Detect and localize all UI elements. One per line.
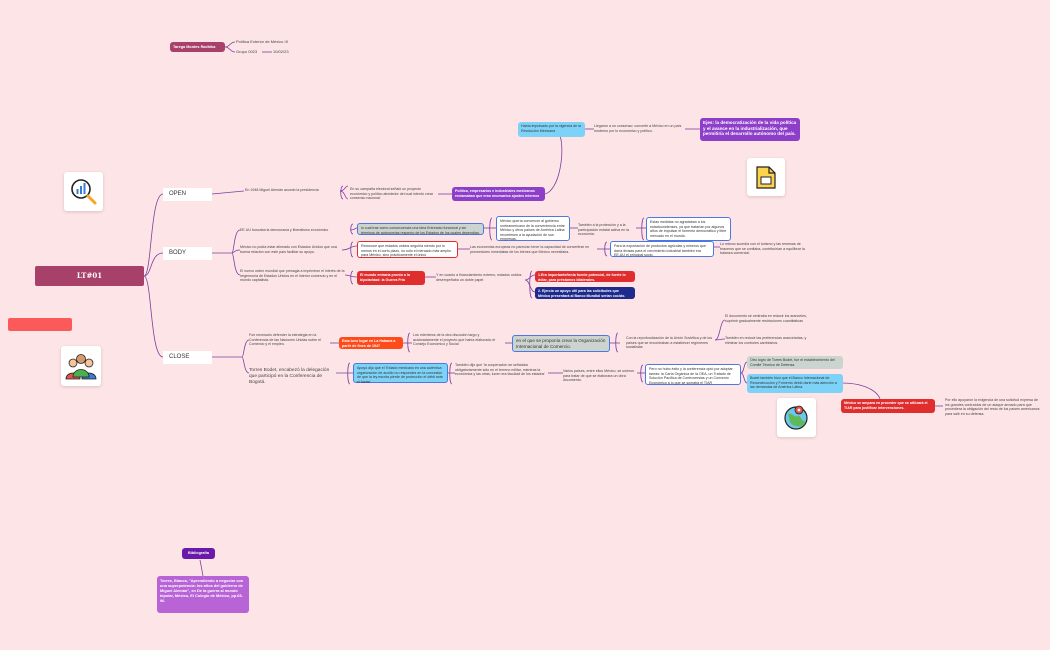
close-node-f[interactable]: El documento se centraba en reducir los … [725, 314, 807, 323]
open-node-d[interactable]: Había impulsado por la vigencia de la Re… [518, 122, 585, 137]
close-node-d[interactable]: en el que se proponía crear la Organizac… [512, 335, 610, 352]
body-node-r3c[interactable]: 1.Era importante/tenia fuente potencial,… [535, 271, 635, 282]
body-node-r3a[interactable]: El mundo entraría pronto a la bipolarida… [357, 271, 425, 285]
body-node-r1c[interactable]: También a la protección y a la participa… [578, 223, 629, 237]
body-node-r1[interactable]: EE.UU buscaba la democracia y liberalism… [240, 228, 329, 232]
body-node-r1a[interactable]: lo cual trae como consecuencia una idea … [357, 223, 484, 235]
body-node-r3[interactable]: El nuevo orden mundial que presagia a im… [240, 269, 345, 283]
close-node-l[interactable]: Pero no hubo éxito y la conferencia optó… [645, 364, 741, 385]
close-node-g[interactable]: También en reducir las preferencias aran… [725, 336, 807, 345]
open-node-a[interactable]: En 1948 Miguel Alemán asumió la presiden… [245, 188, 319, 192]
body-node-r3d[interactable]: 2. Ejercía un apoyo útil para las solici… [535, 287, 635, 299]
open-node-e[interactable]: Llegaron a un consenso: convertir a Méxi… [594, 124, 682, 133]
globe-pin-icon [777, 398, 816, 437]
close-node-h[interactable]: Torres Bodet, encabezó la delegación que… [249, 368, 330, 385]
body-node-r1b[interactable]: México quería convencer al gobierno nort… [496, 216, 570, 241]
group-label: Grupo 0023 [236, 49, 258, 54]
magnifier-chart-icon [64, 172, 103, 211]
close-node-k[interactable]: Varios países, entre ellos México, se un… [563, 369, 635, 383]
bibliography-ref[interactable]: Torres, Blanca, "Aprendiendo a negociar … [157, 576, 249, 613]
body-node-r3b[interactable]: Y en cuanto a financiamiento externo, es… [436, 273, 522, 282]
open-node-f[interactable]: Ejes: la democratización de la vida polí… [700, 118, 800, 141]
close-node-m[interactable]: Otro logro de Torres Bodet, fue el estab… [747, 356, 843, 369]
close-node-o[interactable]: México se ampara en proceder que se util… [841, 399, 935, 413]
close-node-n[interactable]: Bodet también hizo que el Banco Internac… [747, 374, 843, 393]
root-topic[interactable]: LT#01 [35, 266, 144, 286]
body-node-r2a[interactable]: Reconoce que estados unidos seguiría sie… [357, 241, 458, 258]
open-node-b[interactable]: En su campaña electoral señaló un proyec… [350, 187, 434, 201]
bibliography-title[interactable]: Bibliografía [182, 548, 215, 559]
body-node-r2d[interactable]: Lo mismo sucedía con el turismo y las re… [720, 242, 805, 256]
close-node-e[interactable]: Con la reprofundización de la Unión Sovi… [626, 336, 713, 350]
body-node-r2[interactable]: México no podía estar alineado con Estad… [240, 245, 337, 254]
branch-open[interactable]: OPEN [163, 188, 212, 201]
body-node-r2b[interactable]: Las economías europeas no parecían tener… [470, 245, 590, 254]
body-node-r1d[interactable]: Estas medidas no agradaban a los estadou… [646, 217, 731, 241]
branch-close[interactable]: CLOSE [163, 351, 212, 364]
branch-body[interactable]: BODY [163, 247, 212, 260]
author-badge[interactable]: Tarega Montes Radhika [170, 42, 225, 52]
close-node-b[interactable]: Esta tuvo lugar en La Habana a partir de… [339, 337, 403, 349]
folder-document-icon [747, 158, 785, 196]
close-node-i[interactable]: Apoyó dijo que el ‘Estado mexicano en un… [353, 363, 448, 384]
date-label: 10/02/23 [273, 49, 289, 54]
body-node-r2c[interactable]: Para la exportación de productos agrícol… [610, 241, 714, 257]
close-node-c[interactable]: Los miembros de la otra discusión largo … [413, 333, 496, 347]
close-node-p[interactable]: Por ello apoyaron la exigencia de una so… [945, 398, 1040, 416]
people-group-icon [61, 346, 101, 386]
summary-bar[interactable] [8, 318, 72, 331]
close-node-j[interactable]: También dijo que ‘la cooperación se seña… [455, 363, 546, 377]
open-node-c[interactable]: Política, empresarios e industriales mex… [452, 187, 545, 201]
close-node-a[interactable]: Fue necesario defender la estrategia en … [249, 333, 321, 347]
course-label: Política Exterior de México III [236, 39, 288, 44]
